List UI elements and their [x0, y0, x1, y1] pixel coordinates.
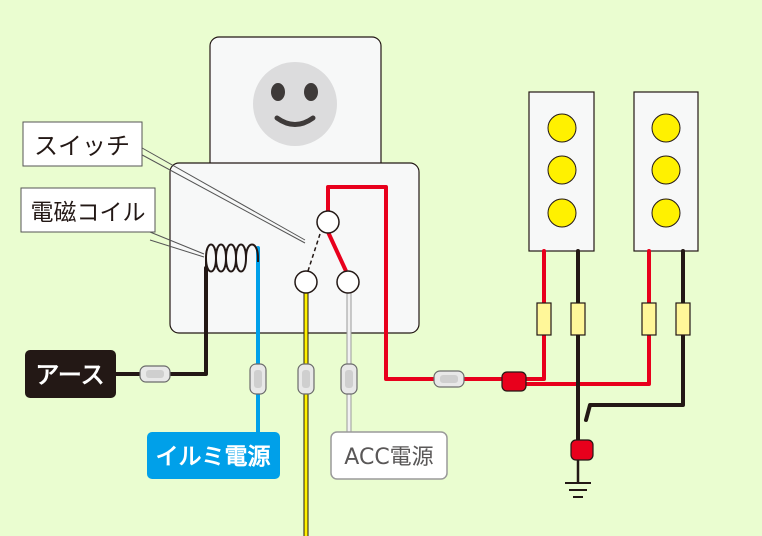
connector-icon	[433, 370, 465, 388]
coil-icon	[205, 243, 259, 273]
fuse-icon	[641, 302, 657, 336]
connector-icon	[340, 363, 358, 395]
red-wire-branch	[512, 249, 651, 386]
led-module-right	[633, 91, 699, 252]
ground-symbol-icon	[565, 482, 591, 498]
ground-label: アース	[35, 361, 104, 389]
illumination-label: イルミ電源	[156, 444, 271, 470]
led-icon	[547, 198, 577, 228]
connector-icon	[139, 365, 171, 383]
led-icon	[547, 155, 577, 185]
coil-label-box: 電磁コイル	[20, 187, 156, 233]
led-icon	[547, 113, 577, 143]
relay-body	[169, 162, 420, 334]
switch-label-box: スイッチ	[22, 121, 143, 167]
smiley-face-icon	[253, 62, 337, 146]
red-wire-main	[326, 185, 546, 381]
acc-label: ACC電源	[344, 445, 433, 470]
led-module-left	[528, 91, 595, 252]
fuse-icon	[675, 302, 691, 336]
ground-label-box: アース	[25, 350, 116, 398]
led-icon	[651, 198, 681, 228]
led-black-wire-right	[584, 249, 685, 422]
coil-label: 電磁コイル	[31, 200, 146, 226]
fuse-icon	[570, 302, 586, 336]
switch-icon	[294, 210, 360, 294]
switch-label: スイッチ	[34, 132, 130, 160]
led-icon	[651, 113, 681, 143]
connector-icon	[249, 363, 267, 395]
black-splice	[570, 439, 594, 461]
switch-callout-line	[127, 139, 306, 241]
fuse-icon	[536, 302, 552, 336]
coil-callout-line	[149, 231, 205, 255]
led-icon	[651, 155, 681, 185]
illumination-label-box: イルミ電源	[147, 432, 280, 479]
red-splice	[501, 371, 527, 392]
acc-label-box: ACC電源	[330, 431, 448, 480]
connector-icon	[297, 363, 315, 395]
